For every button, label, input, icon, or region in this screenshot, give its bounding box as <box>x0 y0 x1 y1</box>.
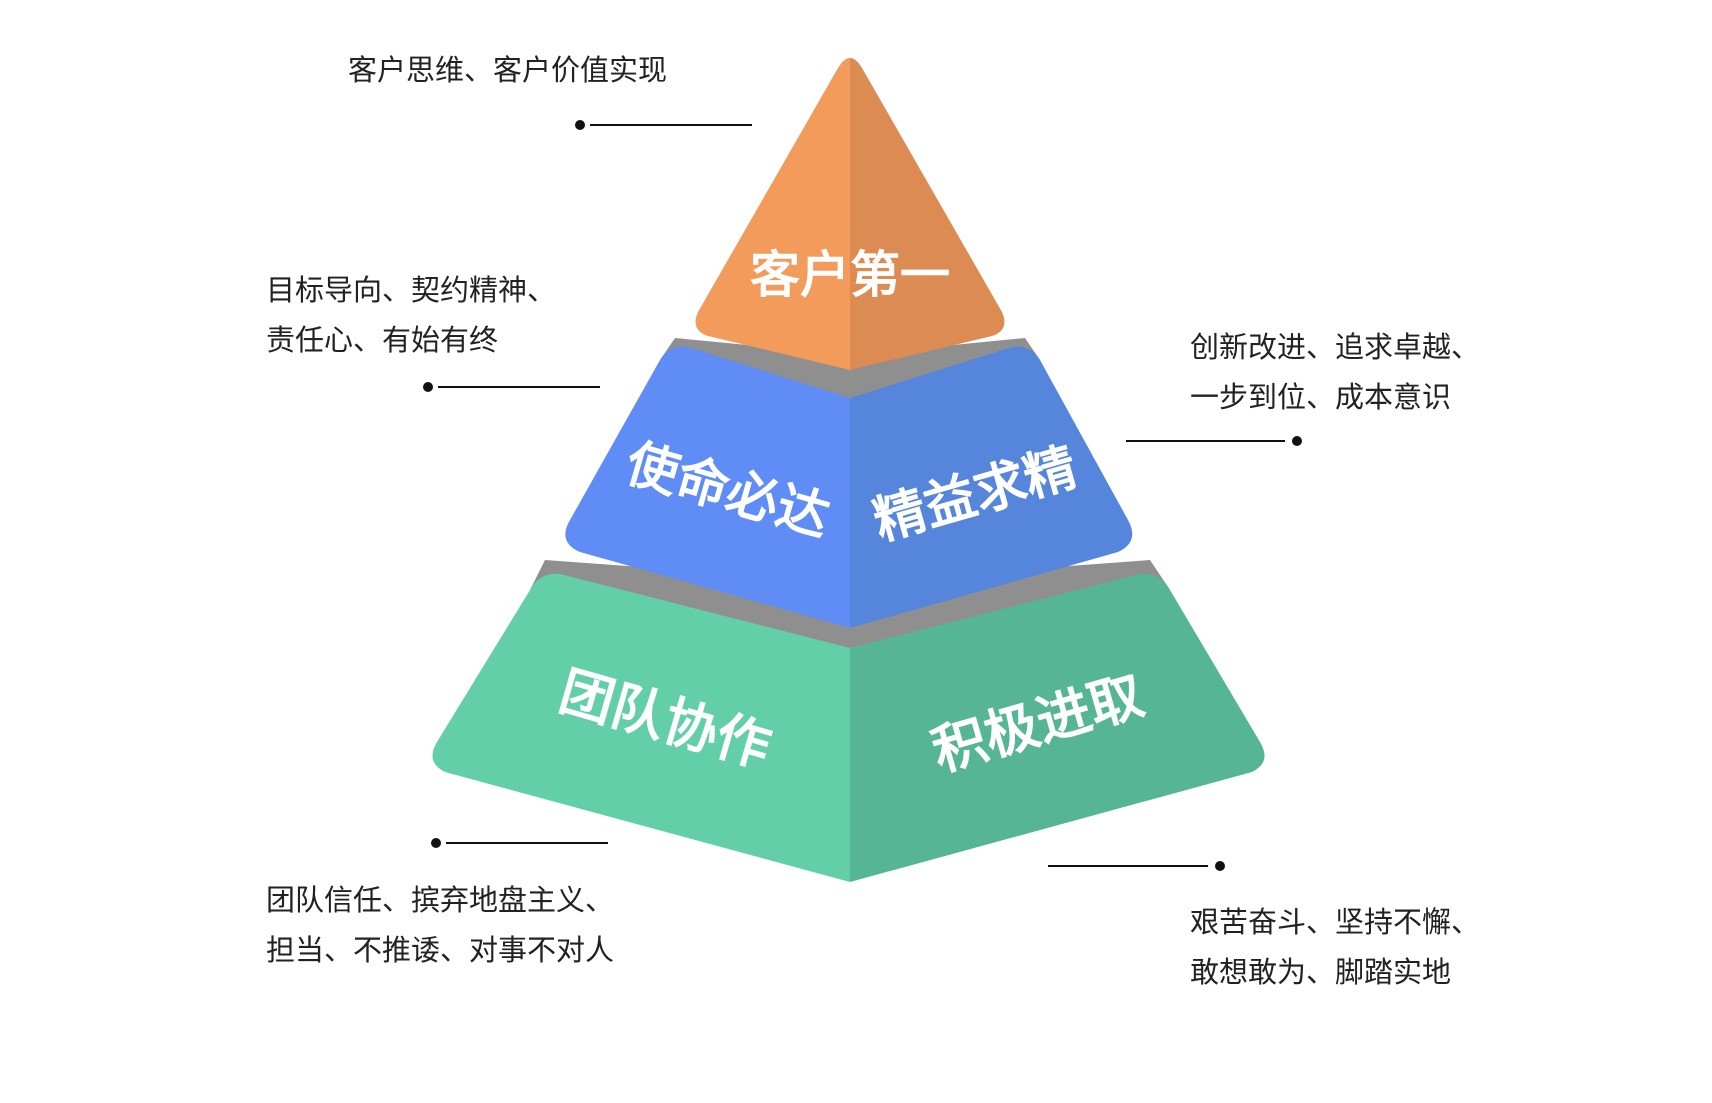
bottom-tier-right-face <box>850 573 1265 882</box>
middle-tier-left-face <box>565 346 850 628</box>
annotation-mid-right-line1: 创新改进、追求卓越、 <box>1190 330 1481 364</box>
annotation-mid-right-line2: 一步到位、成本意识 <box>1190 380 1452 414</box>
annotation-bottom-left-line2: 担当、不推诿、对事不对人 <box>266 933 615 967</box>
annotation-mid-right: 创新改进、追求卓越、 一步到位、成本意识 <box>1190 322 1480 422</box>
annotation-bottom-left: 团队信任、摈弃地盘主义、 担当、不推诿、对事不对人 <box>266 875 614 975</box>
annotation-bottom-right: 艰苦奋斗、坚持不懈、 敢想敢为、脚踏实地 <box>1190 897 1480 997</box>
annotation-top: 客户思维、客户价值实现 <box>348 45 667 95</box>
leader-mid-right <box>1126 436 1302 446</box>
top-tier-right-face <box>850 58 1005 370</box>
leader-mid-left <box>423 382 600 392</box>
leader-bottom-left <box>431 838 608 848</box>
top-tier-left-face <box>695 58 850 370</box>
annotation-mid-left: 目标导向、契约精神、 责任心、有始有终 <box>266 265 556 365</box>
annotation-mid-left-line1: 目标导向、契约精神、 <box>266 273 557 307</box>
annotation-mid-left-line2: 责任心、有始有终 <box>266 323 499 357</box>
annotation-bottom-right-line1: 艰苦奋斗、坚持不懈、 <box>1190 905 1481 939</box>
annotation-bottom-right-line2: 敢想敢为、脚踏实地 <box>1190 955 1452 989</box>
middle-tier-right-face <box>850 346 1133 628</box>
leader-bottom-right <box>1048 861 1225 871</box>
top-tier-label: 客户第一 <box>750 246 950 304</box>
leader-top <box>575 120 752 130</box>
bottom-tier-left-face <box>432 573 850 882</box>
annotation-top-line1: 客户思维、客户价值实现 <box>348 53 668 87</box>
annotation-bottom-left-line1: 团队信任、摈弃地盘主义、 <box>266 883 615 917</box>
